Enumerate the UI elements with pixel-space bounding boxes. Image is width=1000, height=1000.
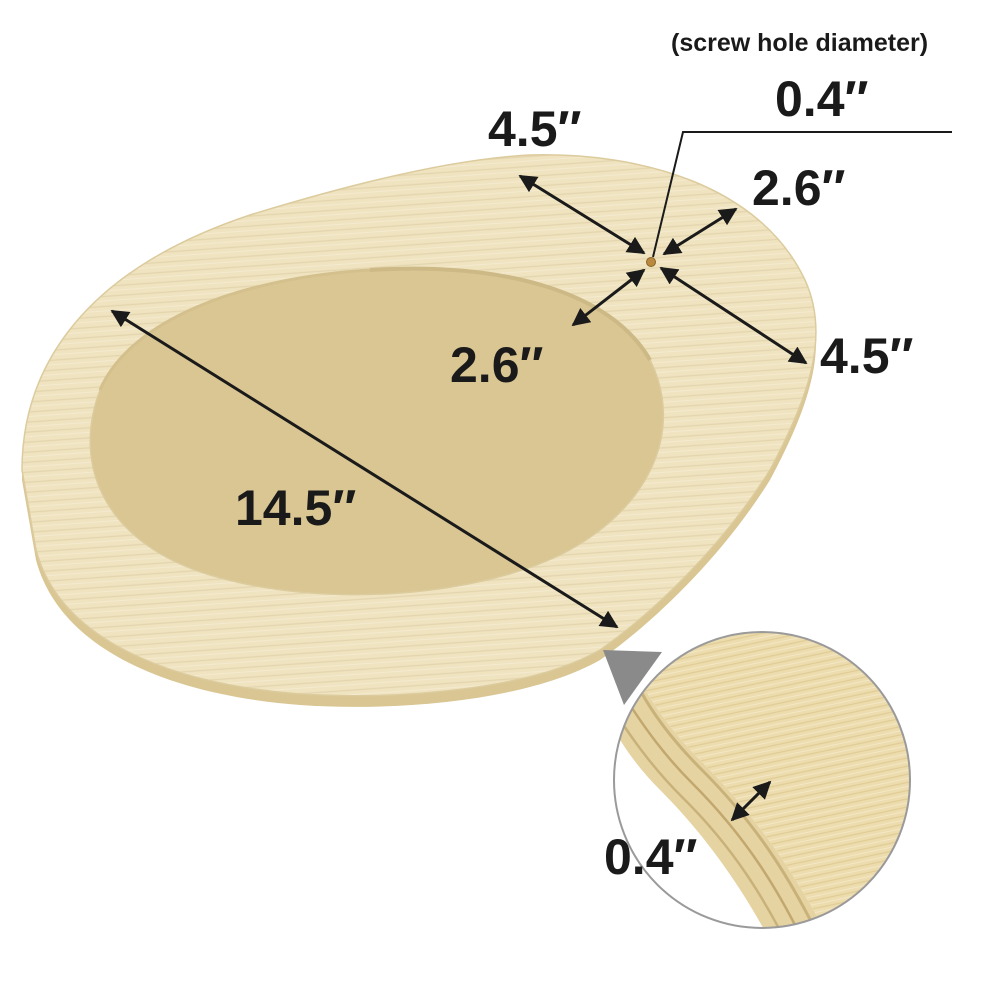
screw-hole-diameter-label: 0.4″ [775,71,869,127]
top-width-left-label: 4.5″ [488,101,582,157]
arrow-hole-offset-upper [662,207,738,256]
inner-diameter-label: 14.5″ [235,480,357,536]
arrow-inner-diameter [110,309,619,629]
zoom-pointer-wedge [603,650,662,705]
hole-offset-lower-label: 2.6″ [450,337,544,393]
hole-offset-upper-label: 2.6″ [752,160,846,216]
top-width-right-label: 4.5″ [820,328,914,384]
arrow-top-width-left [518,174,646,255]
arrow-board-thickness [730,780,772,822]
arrow-top-width-right [659,266,808,365]
dimension-arrows [110,174,808,629]
screw-hole-note: (screw hole diameter) [671,29,929,57]
screw-hole [646,257,656,267]
board-thickness-label: 0.4″ [604,829,698,885]
wooden-ring [21,154,817,707]
